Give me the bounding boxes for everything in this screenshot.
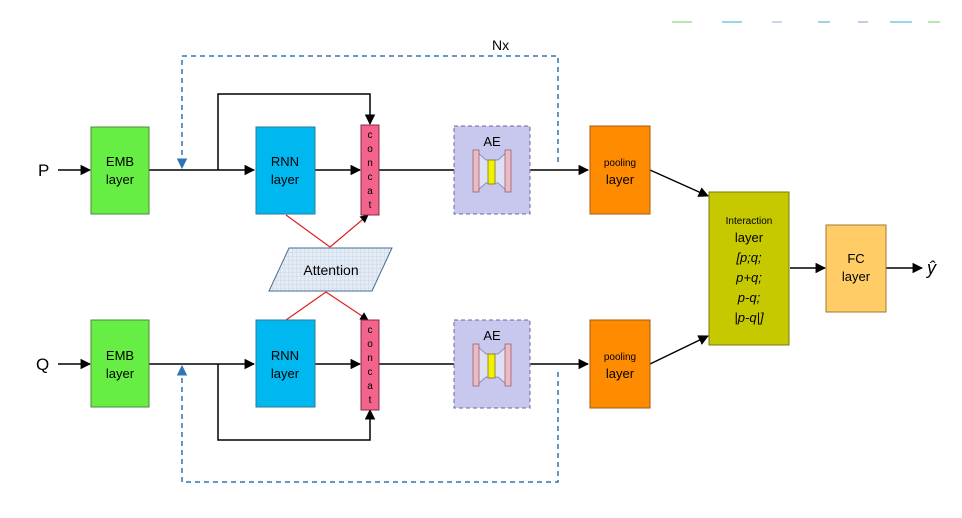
- emb-layer-q-line2: layer: [106, 366, 135, 381]
- emb-layer-q: EMB layer: [90, 319, 150, 408]
- interaction-title-1: Interaction: [726, 216, 773, 227]
- emb-layer-q-line1: EMB: [106, 348, 134, 363]
- autoencoder-p-label: AE: [483, 134, 501, 149]
- input-p-label: P: [38, 161, 49, 180]
- emb-layer-p: EMB layer: [90, 126, 150, 215]
- repeat-loop-bottom: [176, 364, 559, 483]
- rnn-layer-q-line1: RNN: [271, 348, 299, 363]
- fc-layer-line1: FC: [847, 251, 864, 266]
- rnn-layer-q: RNN layer: [255, 319, 316, 408]
- concat-q-letter-3: c: [368, 367, 373, 378]
- rnn-layer-q-line2: layer: [271, 366, 300, 381]
- pooling-layer-p-line2: layer: [606, 172, 635, 187]
- pooling-layer-q-line2: layer: [606, 366, 635, 381]
- rnn-layer-p-line2: layer: [271, 172, 300, 187]
- interaction-layer: Interaction layer [p;q; p+q; p-q; |p-q|]: [708, 191, 790, 346]
- interaction-op-1: p+q;: [735, 270, 762, 285]
- output-label: ŷ: [925, 258, 937, 278]
- concat-q-letter-1: o: [367, 339, 373, 350]
- interaction-op-2: p-q;: [737, 290, 761, 305]
- fc-layer: FC layer: [825, 224, 887, 313]
- concat-p-letter-2: n: [367, 158, 373, 169]
- rnn-layer-p-line1: RNN: [271, 154, 299, 169]
- concat-p-letter-4: a: [367, 186, 373, 197]
- pooling-layer-q-line1: pooling: [604, 352, 636, 363]
- concat-block-q: c o n c a t: [360, 319, 380, 411]
- rnn-layer-p: RNN layer: [255, 126, 316, 215]
- concat-q-letter-2: n: [367, 353, 373, 364]
- concat-block-p: c o n c a t: [360, 124, 380, 216]
- interaction-op-3: |p-q|]: [734, 310, 764, 325]
- concat-q-letter-5: t: [369, 395, 372, 406]
- pooling-layer-p-line1: pooling: [604, 158, 636, 169]
- autoencoder-q-label: AE: [483, 328, 501, 343]
- input-q-label: Q: [36, 355, 49, 374]
- repeat-label: Nx: [492, 37, 509, 53]
- concat-p-letter-0: c: [368, 130, 373, 141]
- pooling-layer-q: pooling layer: [589, 319, 651, 409]
- interaction-op-0: [p;q;: [735, 250, 762, 265]
- fc-layer-line2: layer: [842, 269, 871, 284]
- emb-layer-p-line1: EMB: [106, 154, 134, 169]
- attention-block: Attention: [268, 247, 393, 292]
- pooling-layer-p: pooling layer: [589, 125, 651, 215]
- concat-q-letter-0: c: [368, 325, 373, 336]
- emb-layer-p-line2: layer: [106, 172, 135, 187]
- concat-p-letter-1: o: [367, 144, 373, 155]
- concat-q-letter-4: a: [367, 381, 373, 392]
- concat-p-letter-5: t: [369, 200, 372, 211]
- autoencoder-q: AE: [453, 319, 531, 409]
- autoencoder-p: AE: [453, 125, 531, 215]
- interaction-title-2: layer: [735, 230, 764, 245]
- attention-label: Attention: [303, 262, 358, 278]
- attention-links: [285, 214, 369, 321]
- concat-p-letter-3: c: [368, 172, 373, 183]
